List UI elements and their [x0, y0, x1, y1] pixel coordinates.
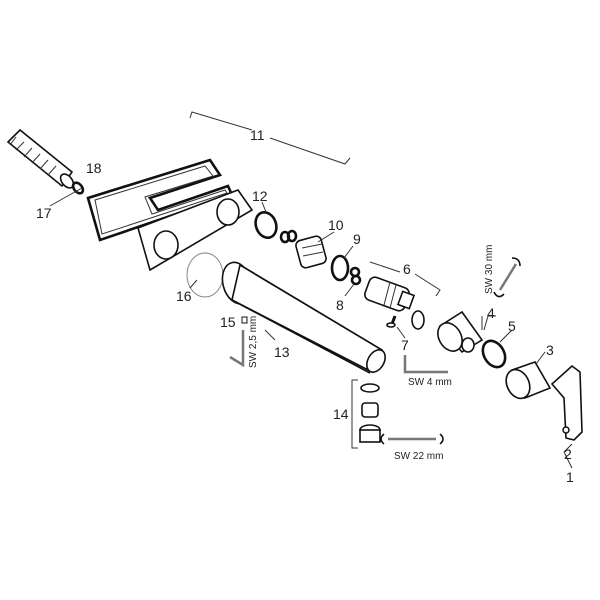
label-4: 4: [487, 305, 495, 321]
leader-lines: [49, 111, 573, 469]
label-5: 5: [508, 318, 516, 334]
part-4-sleeve: [437, 310, 484, 354]
part-17-hose: [6, 128, 75, 189]
label-16: 16: [176, 288, 192, 304]
part-15-grub-screw: [241, 316, 248, 324]
part-18-oring: [71, 181, 85, 195]
part-9-oring: [330, 254, 350, 282]
label-14: 14: [333, 406, 349, 422]
label-sw-2-5mm: SW 2,5 mm: [248, 316, 259, 368]
tool-wrench-22: [380, 433, 444, 445]
label-8: 8: [336, 297, 344, 313]
label-13: 13: [274, 344, 290, 360]
part-10-valve-insert: [279, 229, 327, 269]
part-13-spout: [221, 261, 386, 374]
label-sw-30mm: SW 30 mm: [484, 245, 495, 294]
part-3-rosette: [505, 361, 552, 400]
tool-allen-key-4: [403, 355, 448, 374]
tool-allen-key-2-5: [229, 330, 245, 368]
label-6: 6: [403, 261, 411, 277]
label-10: 10: [328, 217, 344, 233]
part-16-disc: [186, 252, 224, 298]
label-7: 7: [401, 337, 409, 353]
label-15: 15: [220, 314, 236, 330]
part-6-cartridge: [364, 276, 425, 330]
label-3: 3: [546, 342, 554, 358]
label-2: 2: [564, 446, 572, 462]
part-14-aerator: [351, 379, 381, 449]
label-11: 11: [250, 127, 265, 143]
label-17: 17: [36, 205, 52, 221]
label-sw-22mm: SW 22 mm: [394, 451, 443, 462]
label-1: 1: [566, 469, 574, 485]
part-7-screw: [386, 315, 397, 328]
part-5-oring: [481, 339, 507, 369]
tool-wrench-30: [493, 257, 521, 298]
part-2-grub-screw: [562, 426, 570, 434]
label-9: 9: [353, 231, 361, 247]
part-8-seal: [349, 266, 362, 286]
part-1-lever-handle: [550, 364, 583, 441]
label-12: 12: [252, 188, 268, 204]
label-sw-4mm: SW 4 mm: [408, 377, 452, 388]
label-18: 18: [86, 160, 102, 176]
part-12-cover-plate: [137, 189, 278, 272]
